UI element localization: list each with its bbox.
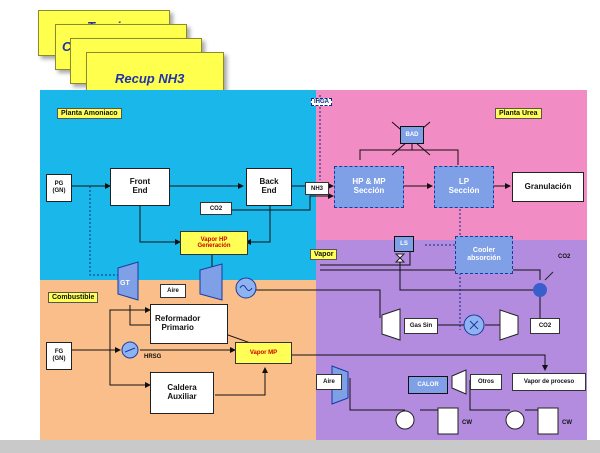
gas-turbine-compressor-shape (117, 261, 139, 301)
bottom-bar (0, 440, 600, 453)
co2-top-box: CO2 (200, 202, 232, 215)
co2-box: CO2 (530, 318, 560, 334)
vapor-proceso-label: Vapor de proceso (523, 379, 575, 385)
pg-gn-label: PG (GN) (52, 181, 66, 194)
aire-bottom-label: Aire (323, 379, 335, 385)
granulacion-label: Granulación (524, 181, 572, 191)
pg-gn-box[interactable]: PG (GN) (46, 174, 72, 202)
cooler-absorcion-box[interactable]: Cooler absorción (455, 236, 513, 274)
granulacion-box[interactable]: Granulación (512, 172, 584, 202)
cw-right-label: CW (562, 420, 572, 426)
gas-turbine-expander-shape (199, 263, 223, 301)
aire-bottom-box: Aire (316, 374, 342, 390)
title-card-2-text: C (62, 39, 72, 54)
fg-gn-label: FG (GN) (52, 349, 66, 362)
nh3-label: NH3 (310, 185, 323, 192)
gt-label: GT (120, 280, 130, 287)
vapor-mp-box[interactable]: Vapor MP (235, 342, 292, 364)
caldera-label: Caldera Auxiliar (167, 383, 197, 401)
fuel-tag: Combustible (48, 292, 99, 303)
vapor-mp-label: Vapor MP (249, 349, 278, 356)
zone-urea-plant (316, 90, 587, 240)
gas-sin-box: Gas Sin (404, 318, 438, 334)
bad-label: BAD (405, 131, 419, 138)
calor-box[interactable]: CALOR (408, 376, 448, 394)
lp-section-box[interactable]: LP Sección (434, 166, 494, 208)
cw-left-label: CW (462, 420, 472, 426)
urea-plant-tag: Planta Urea (495, 108, 542, 119)
hrsg-label: HRSG (144, 354, 162, 360)
aire-top-label: Aire (167, 288, 179, 294)
reformador-primario-box[interactable]: Reformador Primario (150, 304, 228, 344)
vapor-hp-label: Vapor HP Generación (197, 236, 231, 249)
aire-top-box: Aire (160, 284, 186, 298)
co2-box-label: CO2 (538, 323, 552, 329)
bad-box[interactable]: BAD (400, 126, 424, 144)
title-card-recup-nh3-text: Recup NH3 (115, 71, 185, 86)
cooler-label: Cooler absorción (467, 247, 501, 262)
ihga-label: IHGA (311, 98, 332, 106)
co2-right-label: CO2 (558, 254, 571, 260)
vapor-tag: Vapor (310, 249, 338, 260)
vapor-hp-generation-box[interactable]: Vapor HP Generación (180, 231, 248, 255)
caldera-auxiliar-box[interactable]: Caldera Auxiliar (150, 372, 214, 414)
front-end-label: Front End (129, 177, 151, 195)
vapor-proceso-box: Vapor de proceso (512, 373, 586, 391)
otros-box: Otros (470, 374, 502, 390)
back-end-box[interactable]: Back End (246, 168, 292, 206)
fg-gn-box[interactable]: FG (GN) (46, 342, 72, 370)
otros-label: Otros (477, 379, 494, 385)
co2-top-label: CO2 (209, 205, 223, 212)
calor-label: CALOR (417, 381, 439, 388)
ls-box[interactable]: LS (394, 236, 414, 252)
front-end-box[interactable]: Front End (110, 168, 170, 206)
back-end-label: Back End (259, 177, 279, 195)
lp-label: LP Sección (448, 177, 480, 195)
hp-mp-label: HP & MP Sección (352, 177, 386, 195)
nh3-box: NH3 (305, 182, 329, 195)
gas-sin-label: Gas Sin (409, 323, 433, 329)
ls-label: LS (400, 240, 408, 247)
hp-mp-section-box[interactable]: HP & MP Sección (334, 166, 404, 208)
reformador-label: Reformador Primario (155, 314, 201, 332)
ammonia-plant-tag: Planta Amoniaco (57, 108, 122, 119)
